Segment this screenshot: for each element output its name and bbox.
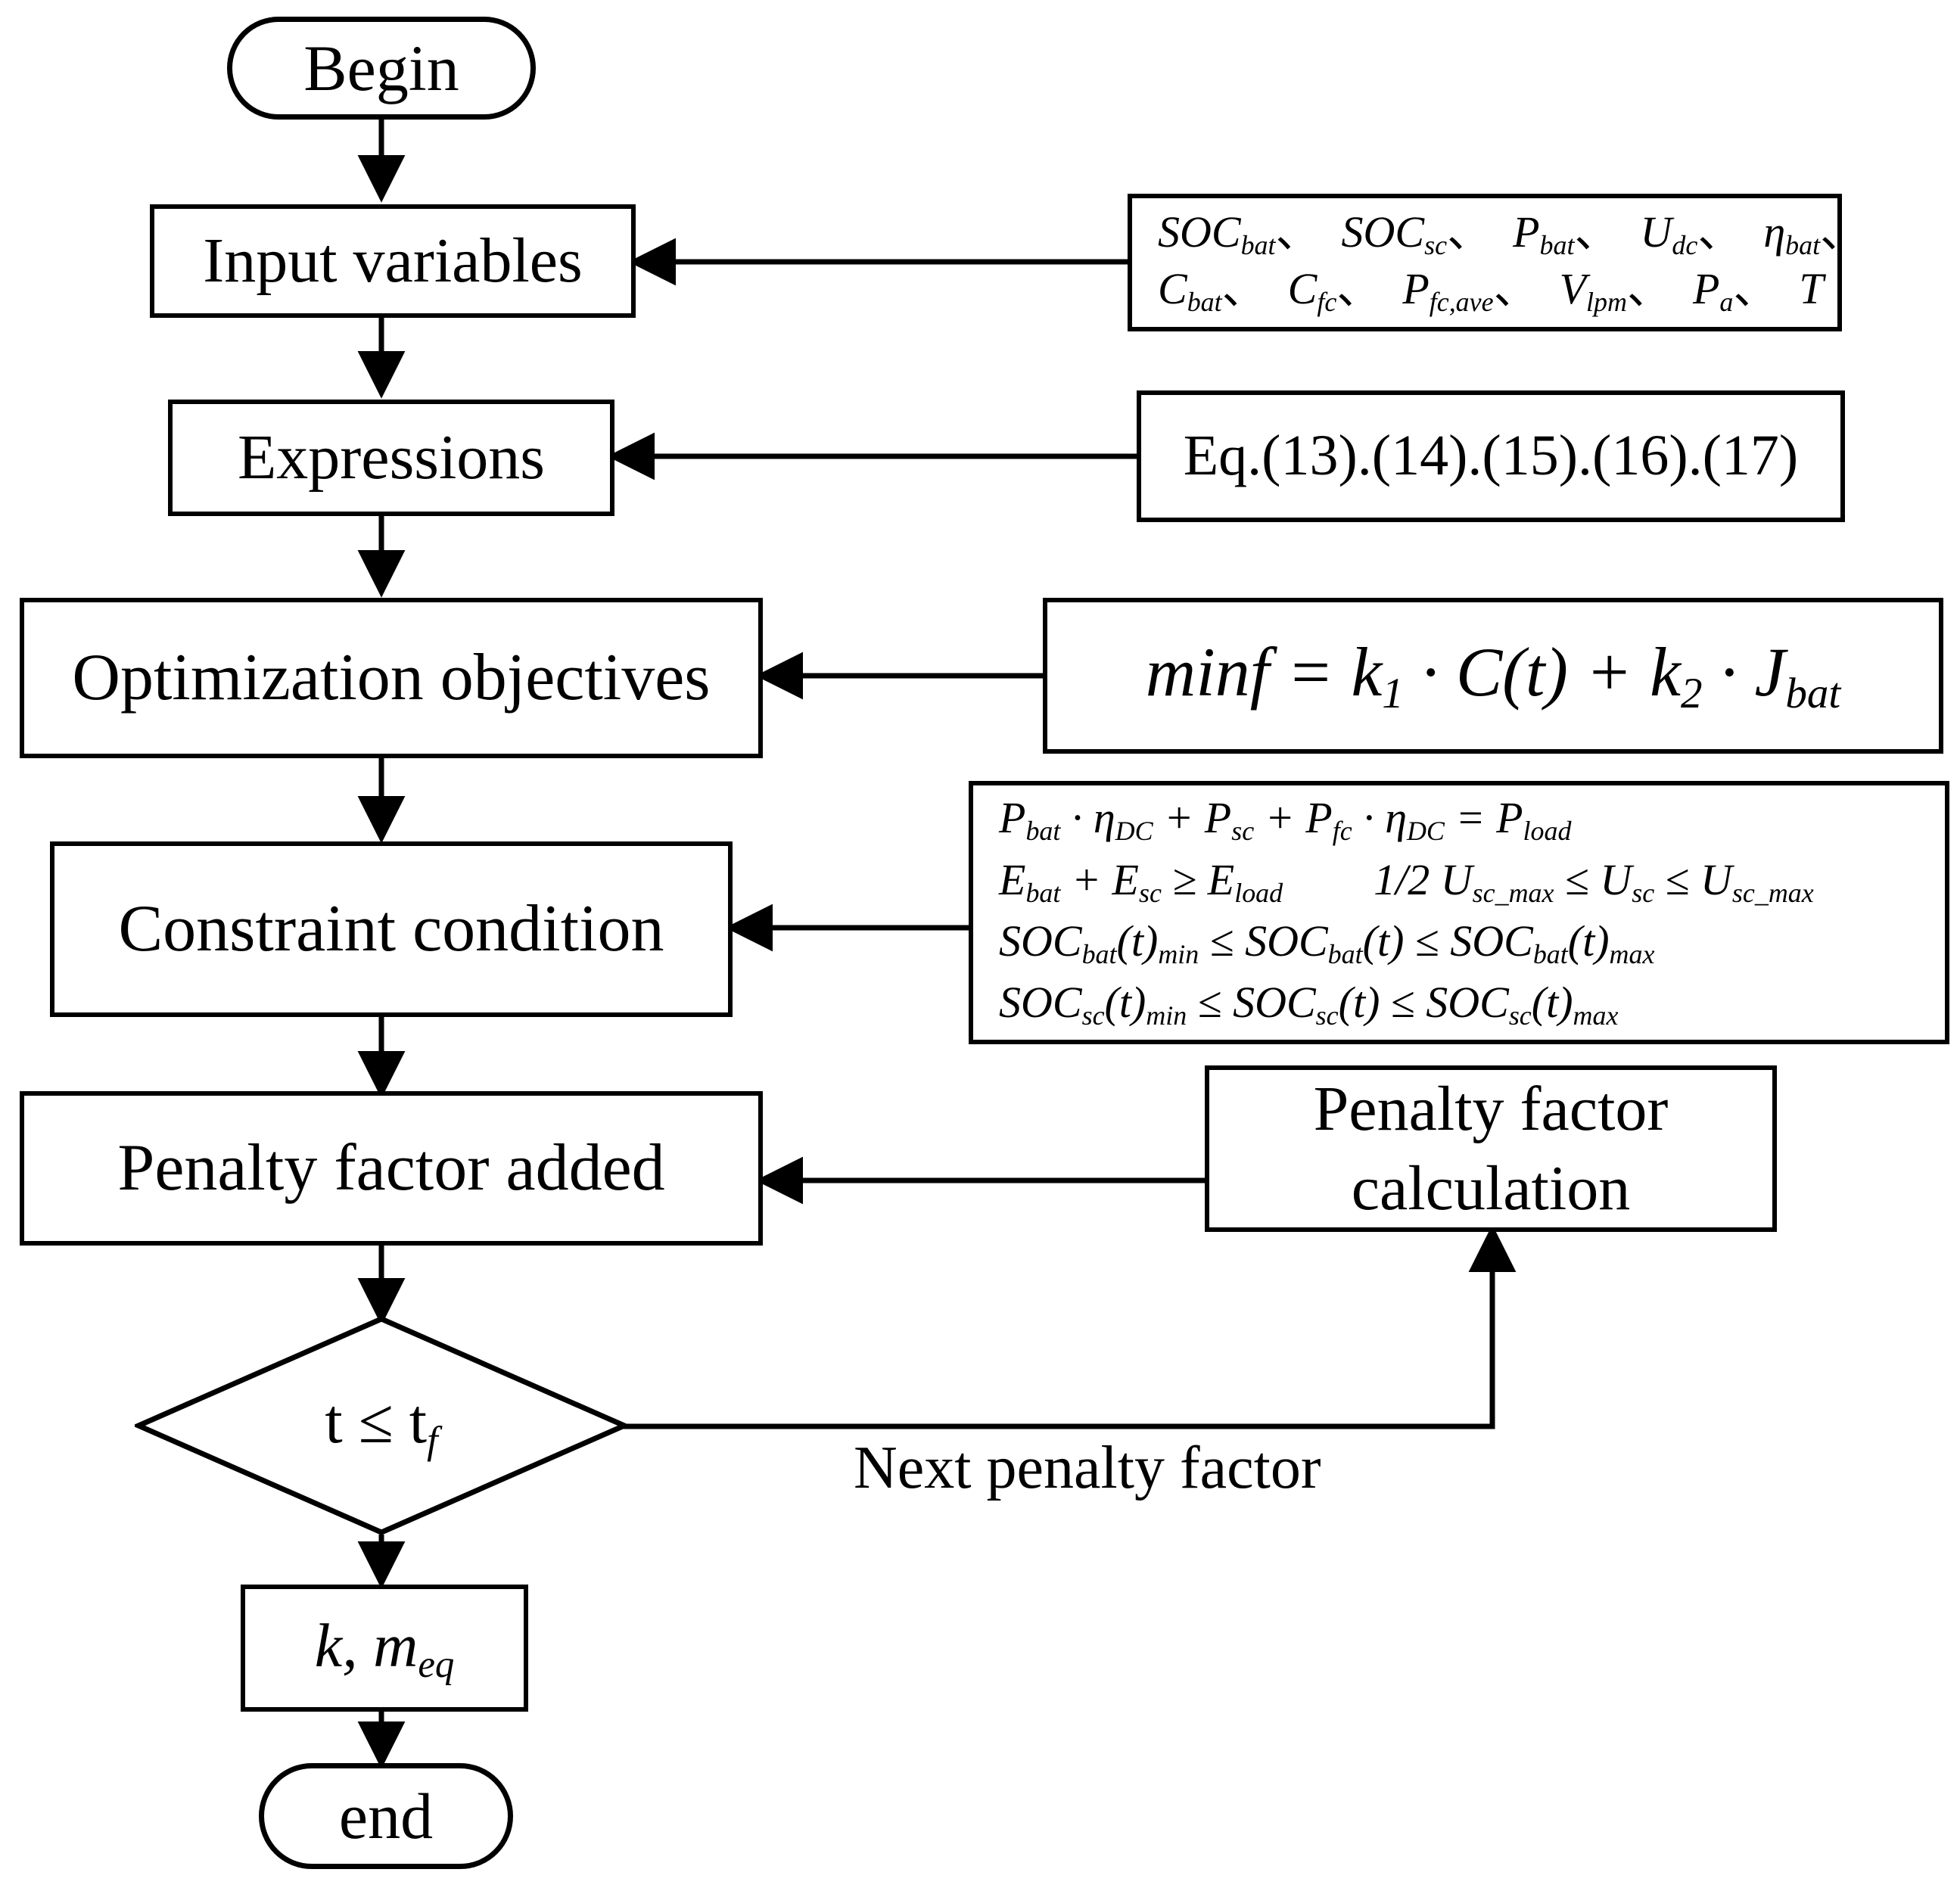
node-begin-label: Begin: [303, 31, 459, 104]
annotation-constraints-content: Pbat · ηDC + Psc + Pfc · ηDC = Pload Eba…: [973, 785, 1945, 1040]
node-decision[interactable]: t ≤ tf: [135, 1315, 628, 1536]
node-expressions-label: Expressions: [238, 421, 545, 493]
annotation-input-variables-line2: Cbat、 Cfc、 Pfc,ave、 Vlpm、 Pa、 T: [1158, 264, 1824, 318]
node-constraint-condition-label: Constraint condition: [118, 892, 664, 966]
annotation-input-variables-line1: SOCbat、 SOCsc、 Pbat、 Udc、 ηbat、: [1158, 207, 1865, 260]
node-result-label: k, meq: [315, 1610, 455, 1687]
node-decision-label-sub: f: [427, 1419, 438, 1463]
node-penalty-factor-added[interactable]: Penalty factor added: [20, 1091, 763, 1246]
node-end-label: end: [338, 1779, 434, 1852]
node-decision-label: t ≤ tf: [135, 1385, 628, 1463]
var-c-bat: Cbat: [1158, 264, 1222, 318]
node-optimization-objectives[interactable]: Optimization objectives: [20, 598, 763, 758]
node-input-variables-label: Input variables: [203, 225, 583, 296]
var-p-bat: Pbat: [1513, 207, 1575, 260]
node-result-k: k: [314, 1610, 343, 1680]
node-expressions[interactable]: Expressions: [168, 400, 614, 516]
node-penalty-factor-calculation[interactable]: Penalty factor calculation: [1205, 1065, 1777, 1232]
node-result-m-sub: eq: [418, 1642, 455, 1685]
node-penalty-factor-added-label: Penalty factor added: [117, 1131, 665, 1205]
var-p-a: Pa: [1692, 264, 1734, 318]
node-begin[interactable]: Begin: [227, 17, 536, 120]
constraint-line-3: SOCbat(t)min ≤ SOCbat(t) ≤ SOCbat(t)max: [999, 916, 1655, 970]
node-penalty-factor-calculation-line1: Penalty factor: [1313, 1074, 1669, 1144]
node-penalty-factor-calculation-line2: calculation: [1351, 1153, 1631, 1224]
annotation-expressions-text: Eq.(13).(14).(15).(16).(17): [1183, 424, 1799, 488]
node-optimization-objectives-label: Optimization objectives: [72, 641, 711, 715]
var-eta-bat: ηbat: [1763, 207, 1821, 260]
node-input-variables[interactable]: Input variables: [150, 204, 636, 318]
var-t: T: [1799, 264, 1824, 313]
var-u-dc: Udc: [1640, 207, 1698, 260]
var-c-fc: Cfc: [1287, 264, 1337, 318]
edge-decision-to-calc: [621, 1224, 1517, 1429]
var-v-lpm: Vlpm: [1559, 264, 1627, 318]
annotation-input-variables-content: SOCbat、 SOCsc、 Pbat、 Udc、 ηbat、 Cbat、 Cf…: [1132, 204, 1865, 322]
node-end[interactable]: end: [259, 1763, 513, 1869]
constraint-line-4: SOCsc(t)min ≤ SOCsc(t) ≤ SOCsc(t)max: [999, 978, 1619, 1031]
label-next-penalty-factor-text: Next penalty factor: [854, 1435, 1321, 1501]
decision-diamond-shape: [135, 1316, 628, 1535]
node-result[interactable]: k, meq: [241, 1585, 528, 1712]
annotation-objective-formula-text: minf = k1 · C(t) + k2 · Jbat: [1145, 633, 1841, 718]
annotation-expressions: Eq.(13).(14).(15).(16).(17): [1137, 390, 1845, 522]
node-result-comma: ,: [342, 1610, 374, 1680]
node-constraint-condition[interactable]: Constraint condition: [50, 841, 733, 1017]
label-next-penalty-factor: Next penalty factor: [854, 1434, 1321, 1503]
annotation-input-variables: SOCbat、 SOCsc、 Pbat、 Udc、 ηbat、 Cbat、 Cf…: [1128, 194, 1865, 331]
var-soc-sc: SOCsc: [1341, 207, 1448, 260]
constraint-line-1: Pbat · ηDC + Psc + Pfc · ηDC = Pload: [999, 793, 1572, 847]
node-decision-label-text: t ≤ t: [325, 1386, 428, 1457]
var-p-fc-ave: Pfc,ave: [1402, 264, 1494, 318]
node-result-m: m: [373, 1610, 418, 1680]
annotation-constraints: Pbat · ηDC + Psc + Pfc · ηDC = Pload Eba…: [969, 781, 1949, 1044]
var-soc-bat: SOCbat: [1158, 207, 1276, 260]
annotation-objective-formula: minf = k1 · C(t) + k2 · Jbat: [1043, 598, 1943, 754]
